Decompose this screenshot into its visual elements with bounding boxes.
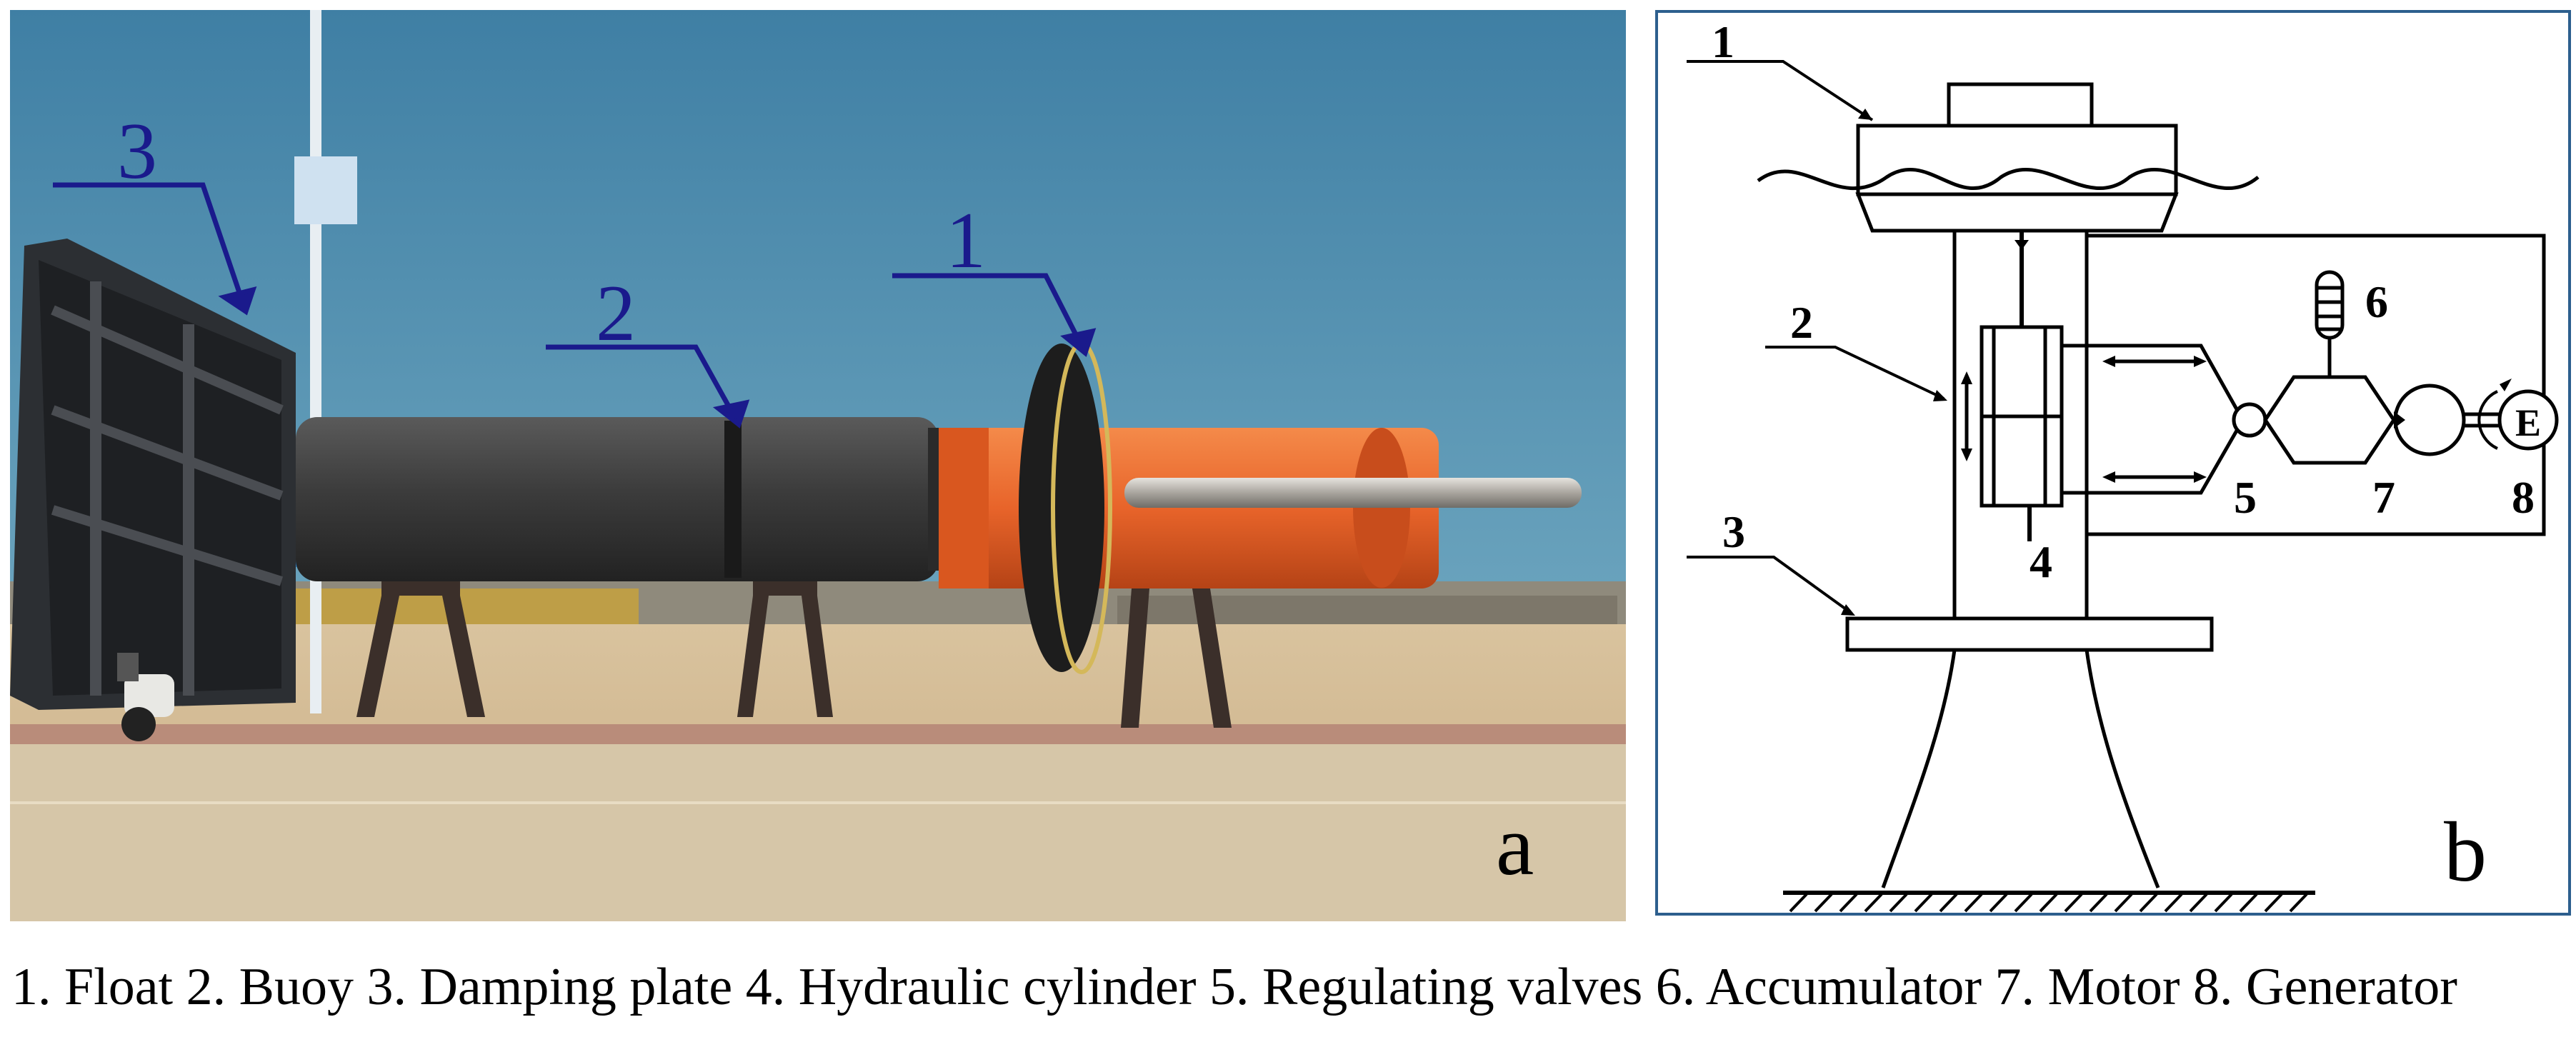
- generator-letter: E: [2515, 401, 2541, 444]
- callout-3: [53, 182, 257, 316]
- float: [939, 428, 1439, 588]
- generator: [2497, 389, 2559, 451]
- panel-letter-a: a: [1496, 798, 1534, 893]
- label-4: 4: [2030, 536, 2052, 587]
- water-wave: [1757, 167, 2260, 191]
- label-3: 3: [1722, 506, 1745, 557]
- damping-plate: [10, 239, 296, 710]
- label-6: 6: [2365, 276, 2388, 327]
- schematic-diagram: 1 2 3 4 5 6 7 8 E: [1687, 16, 2559, 913]
- callout-label-1: 1: [946, 196, 986, 285]
- label-7: 7: [2372, 472, 2395, 523]
- callout-1: [892, 273, 1097, 357]
- support-stands: [356, 574, 1232, 728]
- figure-caption: 1. Float 2. Buoy 3. Damping plate 4. Hyd…: [11, 958, 2457, 1016]
- photo-illustration: 1 2 3: [10, 10, 1626, 921]
- label-1: 1: [1712, 16, 1734, 67]
- sign-panel: [294, 156, 357, 224]
- motor: [2393, 384, 2466, 456]
- regulating-valve: [2232, 402, 2267, 438]
- float-base: [1855, 192, 2179, 233]
- lamp-post: [310, 10, 321, 713]
- float-body: [1856, 124, 2178, 196]
- callout-label-3: 3: [117, 107, 157, 196]
- panel-letter-b: b: [2444, 804, 2487, 899]
- photo-panel: 1 2 3 a: [10, 10, 1626, 921]
- callout-label-2: 2: [596, 269, 636, 358]
- label-5: 5: [2234, 472, 2257, 523]
- label-2: 2: [1790, 297, 1813, 348]
- scooter: [117, 653, 174, 741]
- schematic-panel: 1 2 3 4 5 6 7 8 E b: [1655, 10, 2571, 916]
- label-8: 8: [2512, 472, 2535, 523]
- float-cap: [1947, 82, 2094, 128]
- piston-rod: [1124, 478, 1582, 508]
- callout-2: [546, 344, 750, 429]
- damping-plate-symbol: [1845, 616, 2214, 652]
- buoy: [296, 417, 949, 581]
